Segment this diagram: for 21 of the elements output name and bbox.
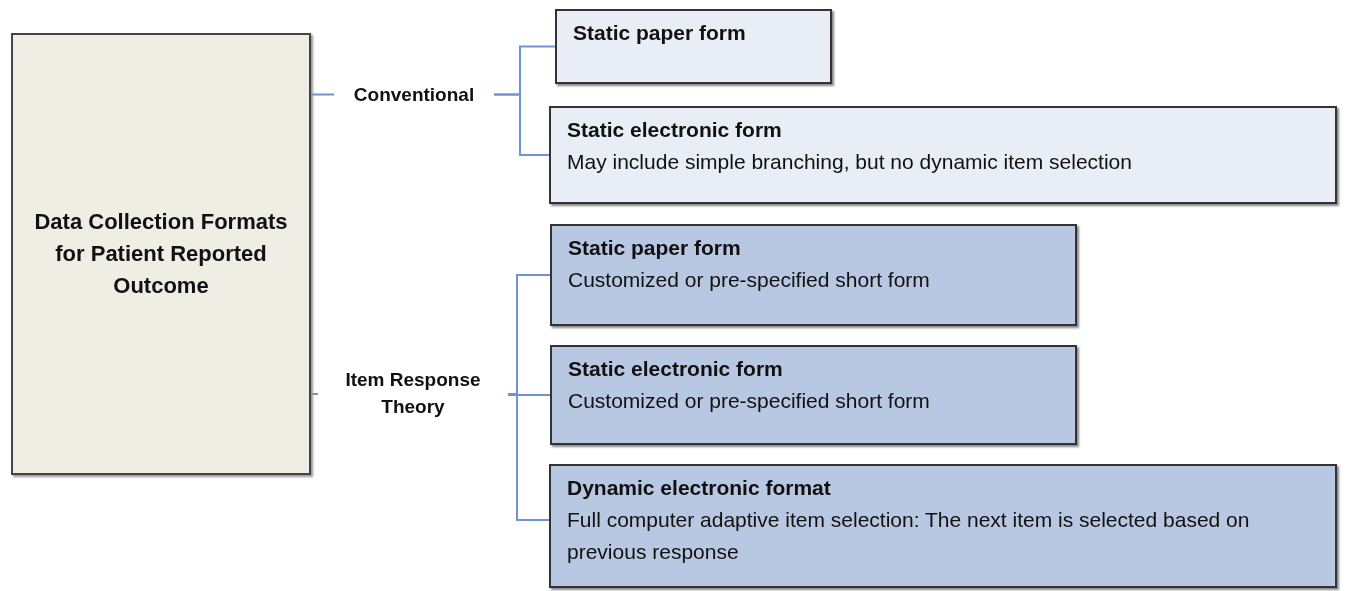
- format-title: Static electronic form: [567, 117, 783, 143]
- connector-line: [310, 93, 335, 96]
- topic-box: [11, 33, 311, 475]
- format-title: Static electronic form: [568, 356, 784, 382]
- format-box: [550, 345, 1077, 445]
- connector-line: [310, 393, 319, 395]
- format-title: Static paper form: [573, 20, 747, 46]
- topic-title: Data Collection Formats for Patient Reported Outcome: [33, 208, 289, 300]
- connector-line: [507, 394, 551, 396]
- format-description: May include simple branching, but no dynamic item selection: [567, 149, 1133, 175]
- format-box: [550, 224, 1077, 326]
- format-description: Customized or pre-specified short form: [568, 388, 931, 414]
- format-box: [555, 9, 832, 84]
- connector-line: [493, 93, 550, 156]
- format-box: [549, 464, 1337, 588]
- format-title: Static paper form: [568, 235, 742, 261]
- format-box: [549, 106, 1337, 204]
- connector-line: [507, 393, 550, 521]
- format-description: Full computer adaptive item selection: The next item is selected based on previous response: [567, 507, 1251, 565]
- format-description: Customized or pre-specified short form: [568, 267, 931, 293]
- format-title: Dynamic electronic format: [567, 475, 832, 501]
